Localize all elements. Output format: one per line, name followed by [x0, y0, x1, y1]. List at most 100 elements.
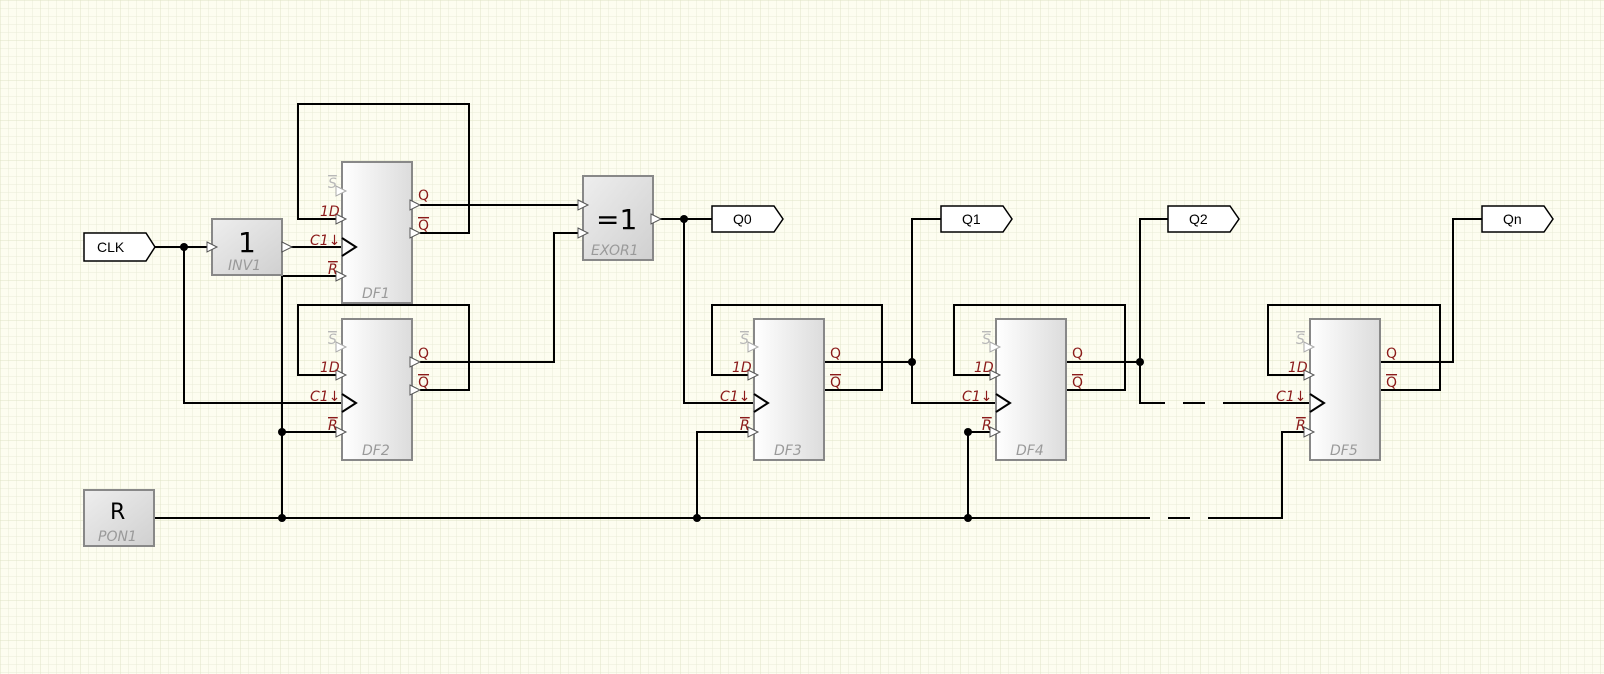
pon1-name: PON1	[98, 529, 137, 545]
pin-label-c: C1↓	[310, 233, 340, 249]
exor1-symbol: =1	[596, 203, 637, 236]
inv1-name: INV1	[228, 258, 261, 274]
pin-label-qbar: Q	[418, 218, 429, 234]
port-q2[interactable]: Q2	[1167, 205, 1240, 233]
wire-clk-branch-df2[interactable]	[183, 247, 345, 404]
pin-label-qbar: Q	[1072, 375, 1083, 391]
junction-dot	[180, 243, 188, 251]
pentagon-port-icon	[940, 205, 1013, 233]
triangle-edge-icon	[1309, 393, 1326, 413]
wire-reset-bus-end[interactable]	[1228, 431, 1310, 519]
junction-dot	[693, 514, 701, 522]
pin-label-d: 1D	[1288, 360, 1308, 376]
wire-df4-to-dashed[interactable]	[1139, 362, 1143, 404]
pin-label-s: S	[328, 332, 337, 348]
pin-input-icon	[335, 270, 348, 282]
wire-df4-feedback[interactable]	[953, 304, 1126, 391]
inv1-symbol: 1	[238, 226, 256, 259]
pin-label-c: C1↓	[310, 389, 340, 405]
pin-input-icon	[989, 369, 1002, 381]
gate-pon1[interactable]: R PON1	[83, 489, 155, 547]
triangle-edge-icon	[341, 237, 358, 257]
pin-label-d: 1D	[320, 204, 340, 220]
junction-dot	[278, 514, 286, 522]
flipflop-df4[interactable]: S 1D C1↓ R Q Q DF4	[962, 318, 1083, 461]
junction-dot	[1136, 358, 1144, 366]
gate-exor1[interactable]: =1 EXOR1	[577, 175, 663, 261]
pin-label-qbar: Q	[418, 375, 429, 391]
gate-inv1[interactable]: 1 INV1	[206, 218, 294, 276]
pin-label-q: Q	[418, 346, 429, 362]
pin-input-icon	[989, 426, 1002, 438]
wire-df2-q-exor[interactable]	[420, 232, 590, 363]
pentagon-port-icon	[83, 232, 156, 262]
flipflop-df5[interactable]: S 1D C1↓ R Q Q DF5	[1276, 318, 1397, 461]
junctions	[180, 215, 1144, 522]
pin-output-icon	[409, 384, 422, 396]
port-clk[interactable]: CLK	[83, 232, 156, 262]
port-q0-label: Q0	[733, 211, 752, 227]
exor1-name: EXOR1	[591, 243, 639, 259]
pin-label-s: S	[328, 176, 337, 192]
pin-label-q: Q	[830, 346, 841, 362]
pin-output-icon	[650, 213, 663, 225]
wire-df2-feedback[interactable]	[297, 304, 470, 391]
wire-df5-qn[interactable]	[1380, 218, 1482, 363]
pin-label-q: Q	[418, 188, 429, 204]
pentagon-port-icon	[1481, 205, 1554, 233]
pin-input-icon	[747, 341, 760, 353]
port-q1-label: Q1	[962, 211, 981, 227]
port-q0[interactable]: Q0	[711, 205, 784, 233]
wire-df3-q1[interactable]	[911, 218, 941, 362]
port-qn-label: Qn	[1503, 211, 1522, 227]
triangle-edge-icon	[753, 393, 770, 413]
pin-input-icon	[577, 227, 590, 239]
pin-input-icon	[335, 369, 348, 381]
pin-label-d: 1D	[320, 360, 340, 376]
wire-df3-df4-c[interactable]	[911, 362, 1006, 404]
df1-name: DF1	[362, 286, 390, 302]
pin-input-icon	[1303, 369, 1316, 381]
pin-output-icon	[409, 227, 422, 239]
flipflop-df1[interactable]: S 1D C1↓ R Q Q DF1	[310, 161, 429, 304]
pin-input-icon	[335, 213, 348, 225]
df4-name: DF4	[1016, 443, 1044, 459]
junction-dot	[964, 428, 972, 436]
wire-df5-feedback[interactable]	[1267, 304, 1441, 391]
port-q1[interactable]: Q1	[940, 205, 1013, 233]
pin-input-icon	[335, 185, 348, 197]
wire-df1-feedback[interactable]	[297, 103, 470, 234]
pin-input-icon	[335, 426, 348, 438]
pin-label-r: R	[1296, 418, 1306, 434]
pin-label-r: R	[982, 418, 992, 434]
wire-exor-df3-c[interactable]	[683, 219, 765, 404]
pin-input-icon	[577, 199, 590, 211]
wire-df3-feedback[interactable]	[711, 304, 883, 391]
flipflop-df2[interactable]: S 1D C1↓ R Q Q DF2	[310, 318, 429, 461]
junction-dot	[680, 215, 688, 223]
flipflop-df3[interactable]: S 1D C1↓ R Q Q DF3	[720, 318, 841, 461]
pin-label-r: R	[328, 262, 338, 278]
wire-df4-q2[interactable]	[1139, 218, 1168, 362]
junction-dot	[908, 358, 916, 366]
pin-label-q: Q	[1386, 346, 1397, 362]
pin-input-icon	[1303, 426, 1316, 438]
pin-label-d: 1D	[732, 360, 752, 376]
port-qn[interactable]: Qn	[1481, 205, 1554, 233]
pin-input-icon	[1303, 341, 1316, 353]
pin-input-icon	[206, 241, 219, 253]
pin-label-s: S	[1296, 332, 1305, 348]
pin-input-icon	[747, 369, 760, 381]
pin-label-qbar: Q	[830, 375, 841, 391]
df5-name: DF5	[1330, 443, 1358, 459]
pin-input-icon	[335, 341, 348, 353]
pin-input-icon	[747, 426, 760, 438]
pin-label-qbar: Q	[1386, 375, 1397, 391]
pin-label-c: C1↓	[1276, 389, 1306, 405]
wire-reset-df3[interactable]	[696, 431, 757, 518]
pin-label-d: 1D	[974, 360, 994, 376]
pin-output-icon	[409, 356, 422, 368]
pentagon-port-icon	[711, 205, 784, 233]
junction-dot	[278, 428, 286, 436]
